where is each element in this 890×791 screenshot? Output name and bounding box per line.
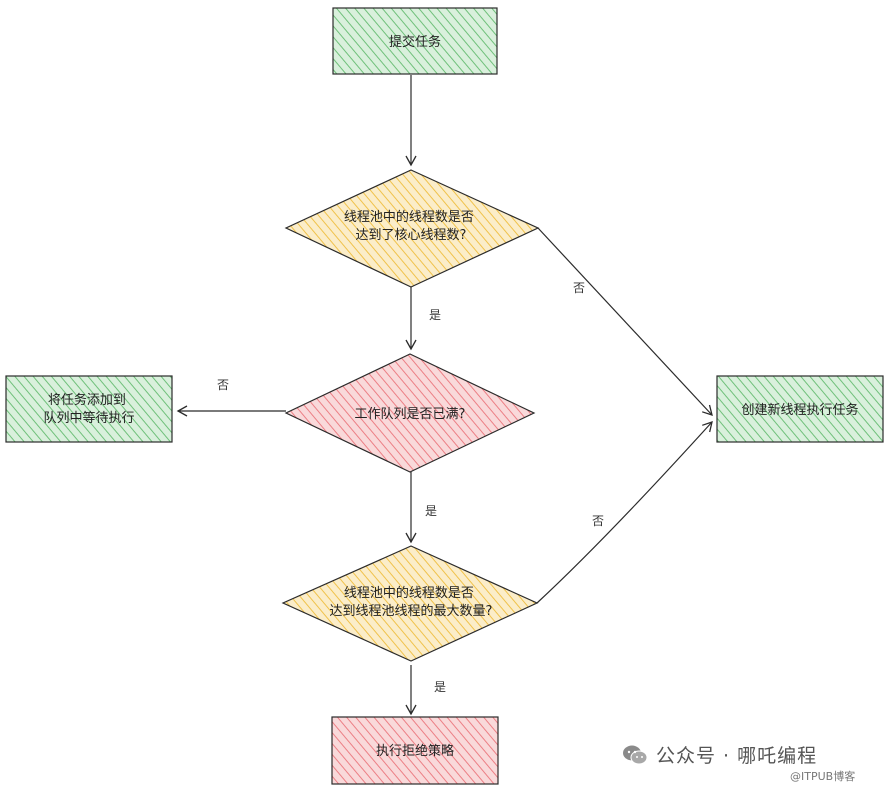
node-create-thread-label: 创建新线程执行任务 [741, 402, 858, 418]
svg-text:提交任务: 提交任务 [389, 34, 441, 50]
node-add-to-queue-shape [5, 375, 173, 443]
edge-label-core-no: 否 [573, 281, 585, 295]
edge-label-max-yes: 是 [434, 680, 446, 694]
node-add-to-queue: 将任务添加到 队列中等待执行 [5, 375, 173, 443]
node-queue-full: 工作队列是否已满? [284, 353, 536, 473]
svg-text:创建新线程执行任务: 创建新线程执行任务 [741, 402, 858, 418]
node-add-to-queue-line-2: 队列中等待执行 [43, 410, 134, 426]
svg-text:执行拒绝策略: 执行拒绝策略 [376, 743, 454, 759]
node-create-thread-shape [716, 375, 884, 443]
node-queue-full-label: 工作队列是否已满? [355, 407, 466, 422]
watermark-account: 公众号 · 哪吒编程 [622, 741, 817, 768]
node-reject-policy-label: 执行拒绝策略 [376, 743, 454, 759]
watermark-site: @ITPUB博客 [790, 770, 856, 783]
node-check-core-threads-shape [284, 169, 540, 288]
edge-check-max-no [536, 421, 713, 604]
edge-check-core-no [537, 227, 713, 416]
edge-label-max-no: 否 [592, 514, 604, 528]
node-queue-full-shape [284, 353, 536, 473]
node-add-to-queue-line-1: 将任务添加到 [48, 392, 126, 408]
edges [176, 75, 713, 716]
svg-text:线程池中的线程数是否 达到线程池线程的最大数量?: 线程池中的线程数是否 达到线程池线程的最大数量? [330, 585, 493, 619]
node-check-core-threads: 线程池中的线程数是否 达到了核心线程数? [284, 169, 540, 288]
node-submit-task-label: 提交任务 [389, 34, 441, 50]
node-check-max-threads: 线程池中的线程数是否 达到线程池线程的最大数量? [281, 545, 539, 662]
node-check-max-threads-shape [281, 545, 539, 662]
watermark-account-text: 公众号 · 哪吒编程 [656, 745, 818, 767]
node-check-core-threads-line-1: 线程池中的线程数是否 [344, 209, 474, 225]
node-check-core-threads-line-2: 达到了核心线程数? [356, 228, 467, 243]
node-reject-policy: 执行拒绝策略 [331, 716, 499, 785]
edge-label-queue-yes: 是 [425, 504, 437, 518]
node-create-thread: 创建新线程执行任务 [716, 375, 884, 443]
edge-label-core-yes: 是 [429, 308, 441, 322]
node-reject-policy-shape [331, 716, 499, 785]
svg-text:工作队列是否已满?: 工作队列是否已满? [355, 407, 466, 422]
wechat-icon [622, 744, 648, 766]
edge-label-queue-no: 否 [217, 378, 229, 392]
svg-text:线程池中的线程数是否 达到了核心线程数?: 线程池中的线程数是否 达到了核心线程数? [344, 209, 478, 243]
node-submit-task: 提交任务 [332, 7, 498, 75]
node-check-max-threads-line-2: 达到线程池线程的最大数量? [330, 603, 493, 619]
svg-text:将任务添加到 队列中等待执行: 将任务添加到 队列中等待执行 [43, 392, 134, 426]
node-check-max-threads-line-1: 线程池中的线程数是否 [344, 585, 474, 601]
node-submit-task-shape [332, 7, 498, 75]
